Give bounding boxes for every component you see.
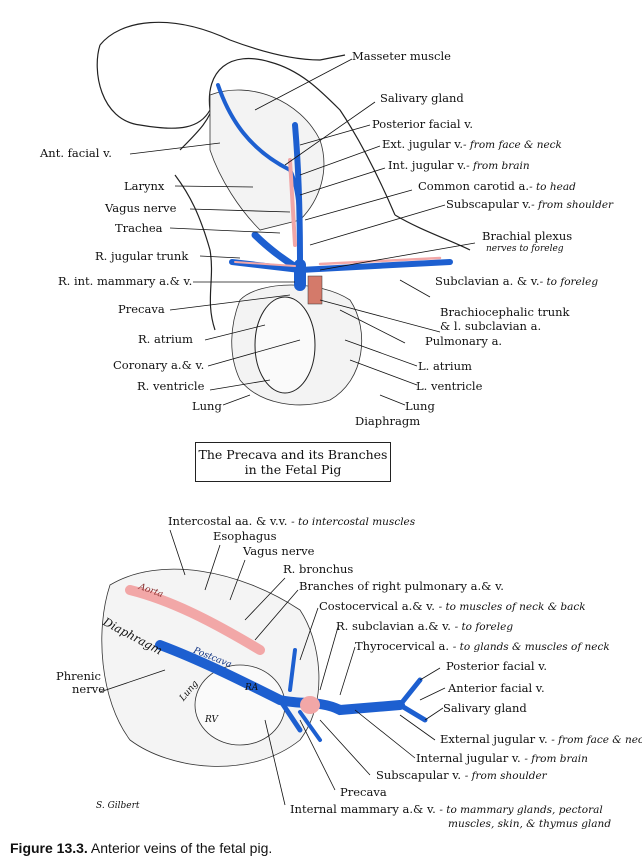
leader-lines-bottom	[99, 529, 446, 806]
label-internal-jugular: Internal jugular v. - from brain	[416, 751, 588, 766]
label-vagus-nerve-bottom: Vagus nerve	[243, 544, 315, 558]
label-external-jugular: External jugular v. - from face & neck	[440, 732, 642, 747]
label-salivary-gland: Salivary gland	[380, 91, 464, 105]
label-r-bronchus: R. bronchus	[283, 562, 354, 576]
label-precava-bottom: Precava	[340, 785, 387, 799]
arterial-bulb	[300, 696, 320, 714]
label-r-ventricle: R. ventricle	[137, 379, 205, 393]
label-intercostal: Intercostal aa. & v.v. - to intercostal …	[168, 514, 416, 529]
label-posterior-facial-bottom: Posterior facial v.	[446, 659, 547, 673]
aorta	[125, 585, 265, 655]
label-common-carotid: Common carotid a.- to head	[418, 179, 576, 194]
title-line-2: in the Fetal Pig	[244, 462, 342, 477]
label-anterior-facial-bottom: Anterior facial v.	[448, 681, 545, 695]
label-salivary-bottom: Salivary gland	[443, 701, 527, 715]
label-r-jugular-trunk: R. jugular trunk	[95, 249, 189, 263]
label-r-subclavian: R. subclavian a.& v. - to foreleg	[336, 619, 514, 634]
label-r-int-mammary: R. int. mammary a.& v.	[58, 274, 193, 288]
label-pulmonary-artery: Pulmonary a.	[425, 334, 503, 348]
label-brachiocephalic-trunk-2: & l. subclavian a.	[440, 319, 542, 333]
figure-caption-text: Anterior veins of the fetal pig.	[87, 840, 273, 856]
title-line-1: The Precava and its Branches	[198, 447, 388, 462]
label-phrenic: Phrenic	[56, 669, 101, 683]
label-masseter-muscle: Masseter muscle	[352, 49, 451, 63]
top-arteries	[234, 158, 442, 267]
label-vagus-nerve: Vagus nerve	[105, 201, 177, 215]
label-diaphragm: Diaphragm	[355, 414, 421, 428]
label-phrenic-nerve: nerve	[72, 682, 106, 696]
label-posterior-facial-vein: Posterior facial v.	[372, 117, 473, 131]
label-thyrocervical: Thyrocervical a. - to glands & muscles o…	[355, 639, 610, 654]
label-precava: Precava	[118, 302, 165, 316]
figure-number: Figure 13.3.	[10, 840, 88, 856]
label-coronary: Coronary a.& v.	[113, 358, 205, 372]
heart	[254, 296, 316, 394]
label-ra: RA	[245, 683, 259, 693]
label-subclavian: Subclavian a. & v.- to foreleg	[435, 274, 599, 289]
label-r-atrium: R. atrium	[138, 332, 193, 346]
label-branches-pulmonary: Branches of right pulmonary a.& v.	[299, 579, 504, 593]
label-internal-mammary-note-2: muscles, skin, & thymus gland	[448, 818, 612, 830]
label-subscapular-vein: Subscapular v.- from shoulder	[446, 197, 614, 212]
label-brachial-plexus-note: nerves to foreleg	[486, 244, 564, 254]
label-int-jugular-vein: Int. jugular v.- from brain	[388, 158, 530, 173]
label-ext-jugular-vein: Ext. jugular v.- from face & neck	[382, 137, 562, 152]
label-rv: RV	[205, 715, 218, 725]
label-larynx: Larynx	[124, 179, 165, 193]
bottom-veins	[155, 640, 428, 742]
label-l-atrium: L. atrium	[418, 359, 472, 373]
label-brachiocephalic-trunk: Brachiocephalic trunk	[440, 305, 570, 319]
label-ant-facial-vein: Ant. facial v.	[40, 146, 112, 160]
artist-signature: S. Gilbert	[96, 801, 140, 811]
label-lung-left: Lung	[192, 399, 222, 413]
label-brachial-plexus: Brachial plexus	[482, 229, 573, 243]
label-subscapular-bottom: Subscapular v. - from shoulder	[376, 768, 547, 783]
label-costocervical: Costocervical a.& v. - to muscles of nec…	[319, 599, 586, 614]
label-trachea: Trachea	[115, 221, 163, 235]
diagram-title-box: The Precava and its Branches in the Feta…	[195, 442, 391, 482]
brachiocephalic-artery	[307, 275, 323, 305]
leader-lines-top	[129, 58, 476, 406]
label-lung-right: Lung	[405, 399, 435, 413]
label-internal-mammary: Internal mammary a.& v. - to mammary gla…	[290, 802, 603, 817]
label-l-ventricle: L. ventricle	[416, 379, 483, 393]
label-esophagus: Esophagus	[213, 529, 277, 543]
figure-caption: Figure 13.3. Anterior veins of the fetal…	[10, 840, 272, 856]
